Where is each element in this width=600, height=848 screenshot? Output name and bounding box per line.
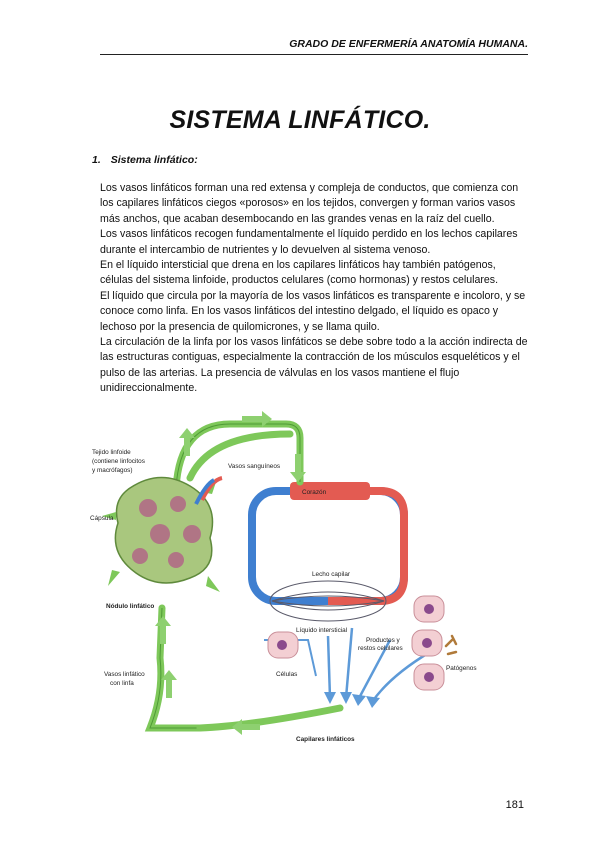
interstitial-label: Líquido intersticial: [296, 627, 347, 634]
fluid-arrow: [344, 627, 354, 699]
lymph-vessels-label: Vasos linfático: [104, 671, 145, 678]
pathogens-label: Patógenos: [446, 665, 477, 672]
paragraph: El líquido que circula por la mayoría de…: [100, 289, 526, 333]
fluid-arrow: [326, 635, 332, 699]
capillary-line: [271, 600, 385, 607]
paragraph: En el líquido intersticial que drena en …: [100, 259, 499, 287]
cell-nucleus: [424, 672, 434, 682]
section-heading: 1. Sistema linfático:: [92, 154, 198, 166]
cell-nucleus: [424, 604, 434, 614]
tissue-label: y macrófagos): [92, 467, 133, 474]
cells-label: Células: [276, 671, 297, 678]
page-title: SISTEMA LINFÁTICO.: [169, 106, 431, 134]
flow-arrow-icon: [179, 428, 195, 456]
lymphoid-tissue: [132, 548, 148, 564]
running-header: GRADO DE ENFERMERÍA ANATOMÍA HUMANA.: [289, 38, 528, 50]
fluid-arrow: [356, 639, 392, 701]
flow-arrow-icon: [290, 454, 306, 482]
tissue-label: Tejido linfoide: [92, 449, 131, 456]
artery-loop: [328, 487, 408, 605]
lymph-return-vessel: [196, 704, 344, 732]
body-text: Los vasos linfáticos forman una red exte…: [100, 181, 530, 397]
capillary-line: [271, 591, 385, 602]
flow-arrow-icon: [232, 719, 260, 735]
vein-loop: [248, 487, 408, 605]
capillary-line: [271, 595, 385, 602]
paragraph: La circulación de la linfa por los vasos…: [100, 336, 528, 395]
lymphoid-tissue: [150, 524, 170, 544]
lymphoid-tissue: [170, 496, 186, 512]
capillary-bed: [269, 580, 387, 622]
small-vein: [194, 478, 216, 505]
capsule-label: Cápsula: [90, 515, 114, 522]
small-artery: [200, 476, 223, 501]
lymphatic-diagram: Corazón Lecho capilar: [90, 411, 477, 743]
heart-label: Corazón: [302, 489, 327, 496]
section-number: 1.: [92, 154, 101, 166]
lymph-vessel-edge: [149, 423, 301, 729]
lymph-capillaries-label: Capilares linfáticos: [296, 736, 355, 743]
flow-arrow-icon: [161, 670, 177, 698]
valve-icon: [102, 482, 220, 592]
capillary-bed-label: Lecho capilar: [312, 571, 351, 578]
pathogen-icon: [444, 634, 458, 656]
flow-arrow-icon: [155, 616, 171, 644]
lymphoid-tissue: [183, 525, 201, 543]
paragraph: Los vasos linfáticos forman una red exte…: [100, 182, 519, 225]
flow-arrow-icon: [242, 411, 272, 427]
cell-nucleus: [422, 638, 432, 648]
lymphoid-tissue: [168, 552, 184, 568]
tissue-label: (contiene linfocitos: [92, 458, 145, 465]
products-label: restos celulares: [358, 645, 403, 652]
products-label: Productos y: [366, 637, 401, 644]
lymph-vessels-label: con linfa: [110, 680, 134, 687]
header-rule: [100, 54, 528, 55]
node-label: Nódulo linfático: [106, 603, 154, 610]
section-label: Sistema linfático:: [110, 154, 198, 166]
page-number: 181: [505, 799, 524, 811]
heart-box: [290, 482, 370, 500]
fluid-arrowhead-icon: [324, 692, 380, 708]
capillary-line: [271, 600, 385, 611]
blood-vessels-label: Vasos sanguíneos: [228, 463, 280, 470]
lymphatic-system-figure: Corazón Lecho capilar: [90, 408, 510, 750]
paragraph: Los vasos linfáticos recogen fundamental…: [100, 228, 518, 256]
lymphoid-tissue: [139, 499, 157, 517]
cell-nucleus: [277, 640, 287, 650]
